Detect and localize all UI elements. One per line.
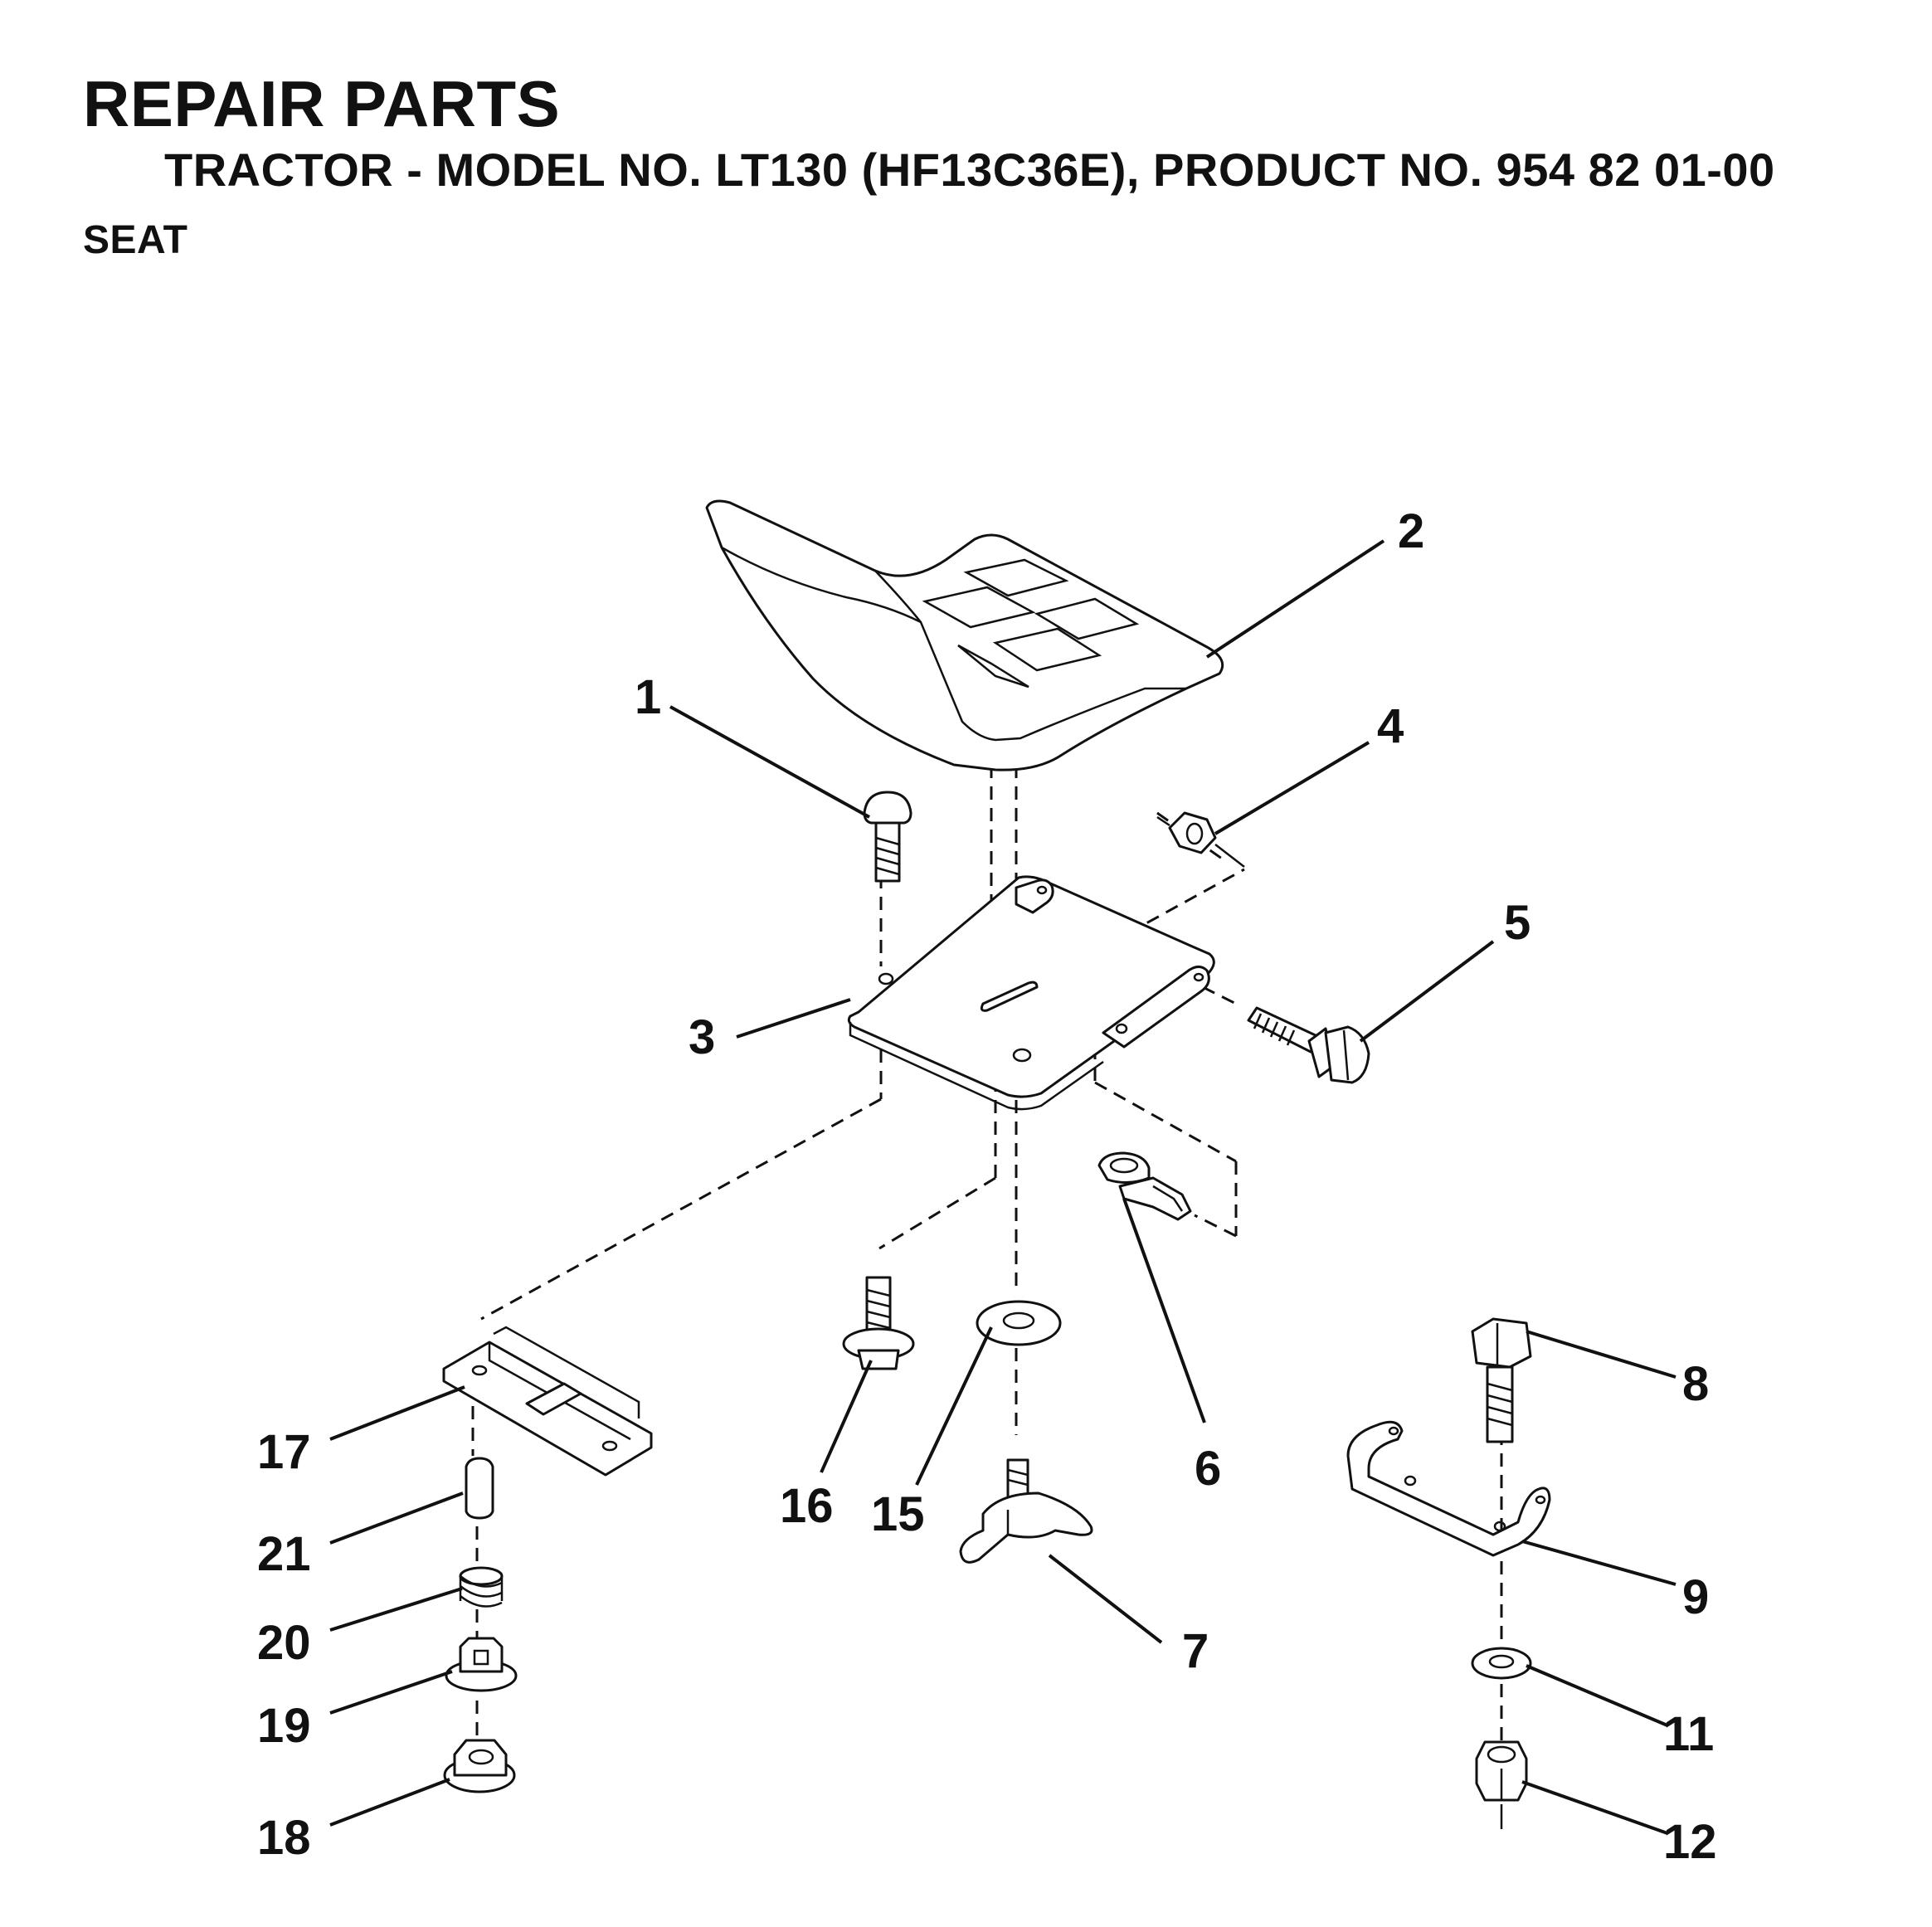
callout-6: 6 xyxy=(1195,1442,1221,1496)
callout-7: 7 xyxy=(1182,1624,1209,1678)
spring-part xyxy=(459,1566,504,1608)
pin-part xyxy=(465,1457,494,1520)
page-title: REPAIR PARTS xyxy=(83,67,561,140)
callout-4: 4 xyxy=(1377,699,1404,753)
bracket-part xyxy=(1346,1420,1551,1557)
callout-19: 19 xyxy=(257,1699,311,1753)
washer-right-part xyxy=(1471,1647,1532,1680)
slide-rail-part xyxy=(442,1326,653,1477)
seat-plate-part xyxy=(847,875,1215,1111)
lock-nut-part xyxy=(1475,1740,1528,1802)
callout-17: 17 xyxy=(257,1425,311,1479)
nut-part xyxy=(1156,811,1245,868)
callout-2: 2 xyxy=(1398,504,1424,558)
callout-21: 21 xyxy=(257,1527,311,1581)
wing-knob-part xyxy=(959,1458,1093,1564)
flange-nut-part xyxy=(445,1637,518,1692)
carriage-bolt-part xyxy=(863,791,912,883)
callout-9: 9 xyxy=(1682,1570,1709,1624)
callout-8: 8 xyxy=(1682,1357,1709,1411)
callout-11: 11 xyxy=(1663,1707,1714,1761)
callout-18: 18 xyxy=(257,1811,311,1865)
flange-screw-part xyxy=(842,1276,915,1370)
model-subtitle: TRACTOR - MODEL NO. LT130 (HF13C36E), PR… xyxy=(164,144,1775,196)
section-label: SEAT xyxy=(83,218,188,262)
hex-cap-screw-part xyxy=(1471,1317,1532,1443)
hex-bolt-part xyxy=(1247,1006,1370,1084)
callout-15: 15 xyxy=(871,1487,925,1541)
callout-16: 16 xyxy=(780,1479,834,1533)
callout-5: 5 xyxy=(1504,896,1531,950)
leader-lines xyxy=(329,539,1677,1835)
callout-numbers: 1 2 3 4 5 6 7 8 9 11 12 15 16 17 18 19 2… xyxy=(257,504,1717,1869)
hex-nut-part xyxy=(443,1739,516,1793)
seat-part xyxy=(705,499,1224,771)
callout-3: 3 xyxy=(689,1010,715,1064)
callout-1: 1 xyxy=(635,670,661,724)
flat-washer-part xyxy=(976,1300,1062,1346)
callout-12: 12 xyxy=(1663,1815,1717,1869)
callout-20: 20 xyxy=(257,1616,311,1670)
clip-part xyxy=(1097,1151,1192,1221)
